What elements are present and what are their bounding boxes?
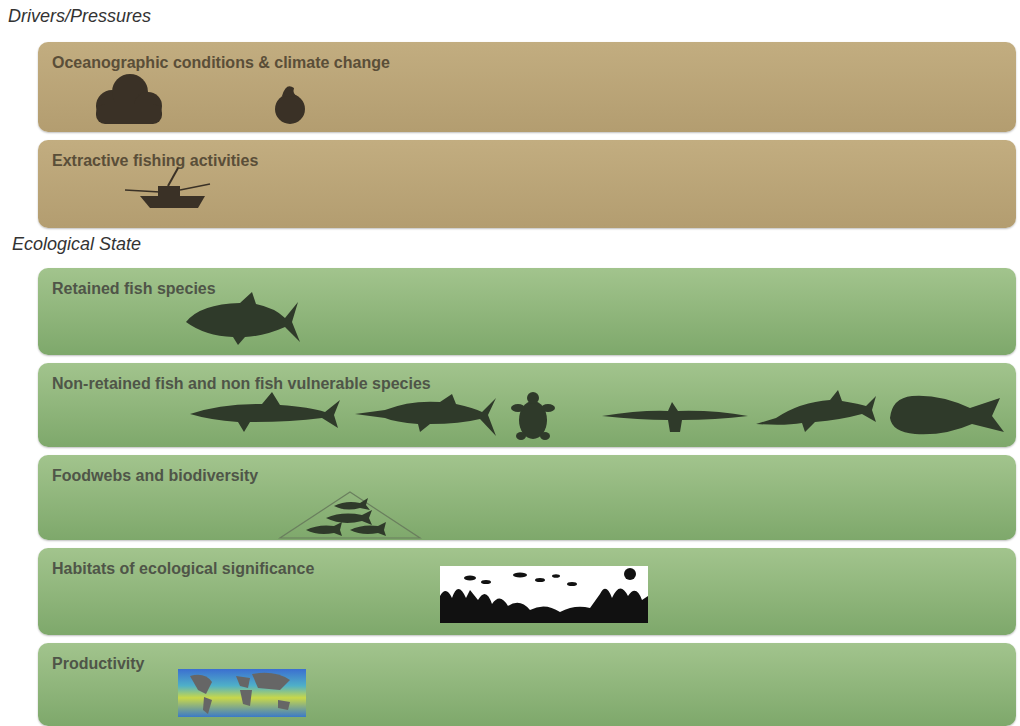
bird-icon [602,402,748,432]
band-title: Retained fish species [52,280,216,298]
band-title: Oceanographic conditions & climate chang… [52,54,390,72]
band-title: Extractive fishing activities [52,152,258,170]
sun-icon [275,86,305,124]
habitat-image [440,566,648,623]
band-title: Productivity [52,655,144,673]
marlin-icon [355,394,496,436]
boat-icon [125,168,210,208]
productivity-band: Productivity [38,643,1016,726]
world-map [178,669,306,717]
band-title: Non-retained fish and non fish vulnerabl… [52,375,431,393]
band-title: Foodwebs and biodiversity [52,467,258,485]
cloud-icon [96,74,162,124]
climate-band: Oceanographic conditions & climate chang… [38,42,1016,132]
section-heading: Drivers/Pressures [8,6,151,27]
foodweb-band: Foodwebs and biodiversity [38,455,1016,540]
shark-icon [190,392,340,432]
turtle-icon [511,392,555,440]
band-title: Habitats of ecological significance [52,560,314,578]
fishing-band: Extractive fishing activities [38,140,1016,228]
tuna-icon [186,292,300,345]
dolphin-icon [756,390,876,432]
mahi-icon [890,396,1004,435]
retained-band: Retained fish species [38,268,1016,355]
vulnerable-band: Non-retained fish and non fish vulnerabl… [38,363,1016,447]
habitat-band: Habitats of ecological significance [38,548,1016,635]
foodweb-triangle [280,492,420,538]
section-heading: Ecological State [12,234,141,255]
